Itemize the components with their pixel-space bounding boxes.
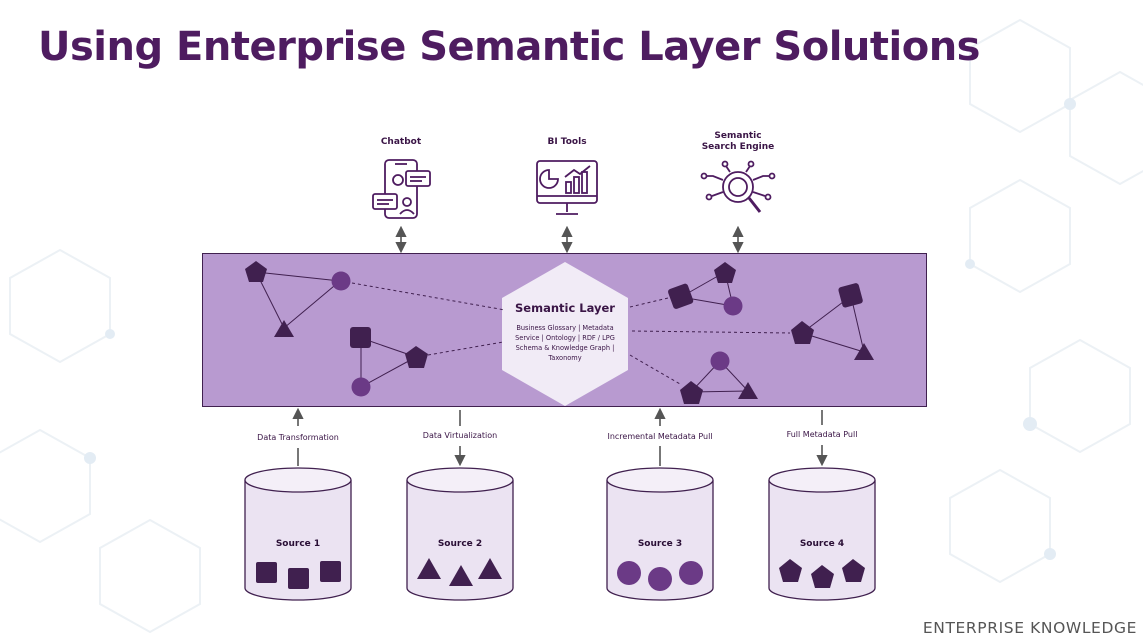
graph-node-square (350, 327, 371, 348)
semantic-layer-description: Business Glossary | Metadata Service | O… (505, 323, 625, 363)
brand-wordmark: ENTERPRISE KNOWLEDGE (922, 619, 1137, 637)
semantic-search-label-line-1: Semantic (714, 131, 762, 141)
graph-node-pentagon (245, 261, 267, 282)
graph-node-circle (331, 271, 351, 291)
graph-node-triangle (274, 320, 294, 337)
source-3-cylinder (606, 467, 714, 601)
bi-tools-label-line-1: BI Tools (547, 137, 587, 147)
graph-node-triangle (738, 382, 758, 399)
semantic-layer-title: Semantic Layer (515, 301, 615, 315)
flow-label-full-metadata-pull: Full Metadata Pull (786, 430, 858, 439)
bi-tools-label: BI Tools (497, 137, 637, 148)
semantic-layer-hexagon (502, 262, 628, 406)
source-3-label: Source 3 (637, 539, 683, 549)
graph-node-triangle (854, 343, 874, 360)
bi-dashboard-icon (536, 160, 598, 215)
graph-node-circle (710, 351, 730, 371)
graph-dashed-links (351, 282, 791, 385)
chatbot-icon (372, 159, 431, 219)
graph-node-pentagon (405, 346, 428, 368)
source-1-label: Source 1 (275, 539, 321, 549)
semantic-search-icon (700, 160, 776, 213)
graph-node-pentagon (680, 381, 703, 404)
semantic-layer-description-line: Schema & Knowledge Graph | (515, 344, 615, 352)
source-4-cylinder (768, 467, 876, 601)
flow-label-incremental-metadata-pull: Incremental Metadata Pull (607, 432, 713, 441)
flow-label-data-virtualization: Data Virtualization (422, 431, 498, 440)
source-2-label: Source 2 (437, 539, 483, 549)
source-2-cylinder (406, 467, 514, 601)
source-4-label: Source 4 (799, 539, 845, 549)
semantic-layer-description-line: Taxonomy (548, 354, 582, 362)
semantic-search-label-line-2: Search Engine (701, 142, 775, 152)
graph-node-pentagon (714, 262, 736, 283)
source-1-cylinder (244, 467, 352, 601)
graph-node-square (838, 283, 863, 308)
flow-label-data-transformation: Data Transformation (257, 433, 339, 442)
semantic-layer-description-line: Service | Ontology | RDF / LPG (515, 334, 615, 342)
semantic-layer-description-line: Business Glossary | Metadata (516, 324, 614, 332)
page-title: Using Enterprise Semantic Layer Solution… (38, 24, 980, 70)
chatbot-label-line-1: Chatbot (380, 137, 422, 147)
graph-node-circle (351, 377, 371, 397)
graph-node-circle (723, 296, 743, 316)
semantic-search-label: Semantic Search Engine (668, 131, 808, 153)
graph-node-square (668, 283, 694, 309)
chatbot-label: Chatbot (331, 137, 471, 148)
graph-node-pentagon (791, 321, 814, 344)
